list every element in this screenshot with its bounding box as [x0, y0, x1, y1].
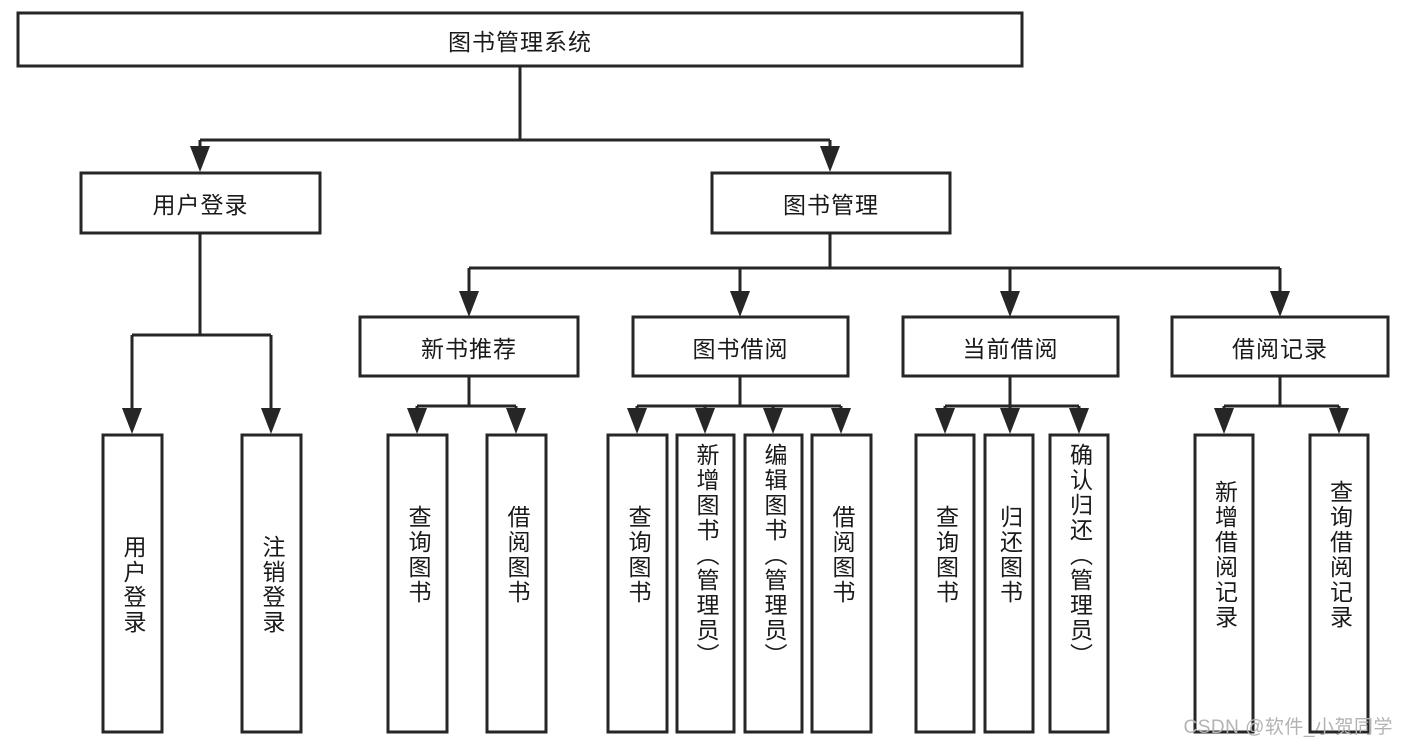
arrow-leaf-user-login-icon	[122, 408, 142, 434]
node-borrow-record[interactable]	[1170, 315, 1390, 378]
connector-borrow-record-to-leaves	[1214, 376, 1349, 434]
node-leaf-query-book-3[interactable]	[914, 433, 976, 734]
arrow-leaf-confirm-return-admin-icon	[1069, 408, 1089, 434]
arrow-to-user-login-icon	[190, 146, 210, 172]
node-leaf-query-borrow-record[interactable]	[1308, 433, 1370, 734]
connector-book-management-to-level3	[459, 233, 1290, 317]
node-leaf-confirm-return-admin[interactable]	[1048, 433, 1110, 734]
arrow-to-book-borrow-icon	[730, 291, 750, 317]
arrow-leaf-edit-book-admin-icon	[763, 408, 783, 434]
arrow-to-new-book-recommend-icon	[459, 291, 479, 317]
node-book-management[interactable]	[710, 171, 952, 235]
arrow-leaf-query-book-2-icon	[627, 408, 647, 434]
arrow-leaf-return-book-icon	[1000, 408, 1020, 434]
connector-new-book-recommend-to-leaves	[407, 376, 526, 434]
connector-root-to-level2	[190, 66, 840, 172]
arrow-leaf-query-borrow-record-icon	[1329, 408, 1349, 434]
node-leaf-borrow-book-1[interactable]	[485, 433, 548, 734]
arrow-leaf-logout-login-icon	[261, 408, 281, 434]
arrow-leaf-borrow-book-2-icon	[831, 408, 851, 434]
arrow-leaf-query-book-3-icon	[935, 408, 955, 434]
node-leaf-user-login[interactable]	[101, 433, 164, 734]
node-leaf-return-book[interactable]	[983, 433, 1035, 734]
node-current-borrow[interactable]	[901, 315, 1120, 378]
arrow-leaf-add-book-admin-icon	[695, 408, 715, 434]
node-leaf-query-book-1[interactable]	[386, 433, 449, 734]
node-user-login[interactable]	[79, 171, 322, 235]
arrow-leaf-borrow-book-1-icon	[506, 408, 526, 434]
arrow-to-current-borrow-icon	[1000, 291, 1020, 317]
node-book-borrow[interactable]	[631, 315, 850, 378]
node-root[interactable]	[16, 11, 1024, 68]
arrow-leaf-query-book-1-icon	[407, 408, 427, 434]
node-leaf-logout-login[interactable]	[240, 433, 303, 734]
node-new-book-recommend[interactable]	[358, 315, 580, 378]
arrow-leaf-add-borrow-record-icon	[1214, 408, 1234, 434]
node-leaf-borrow-book-2[interactable]	[810, 433, 873, 734]
arrow-to-borrow-record-icon	[1270, 291, 1290, 317]
connector-book-borrow-to-leaves	[627, 376, 851, 434]
arrow-to-book-management-icon	[820, 146, 840, 172]
node-leaf-edit-book-admin[interactable]	[743, 433, 804, 734]
connector-user-login-to-leaves	[122, 233, 281, 434]
node-leaf-query-book-2[interactable]	[606, 433, 669, 734]
node-leaf-add-borrow-record[interactable]	[1193, 433, 1255, 734]
node-leaf-add-book-admin[interactable]	[675, 433, 736, 734]
connector-current-borrow-to-leaves	[935, 376, 1089, 434]
